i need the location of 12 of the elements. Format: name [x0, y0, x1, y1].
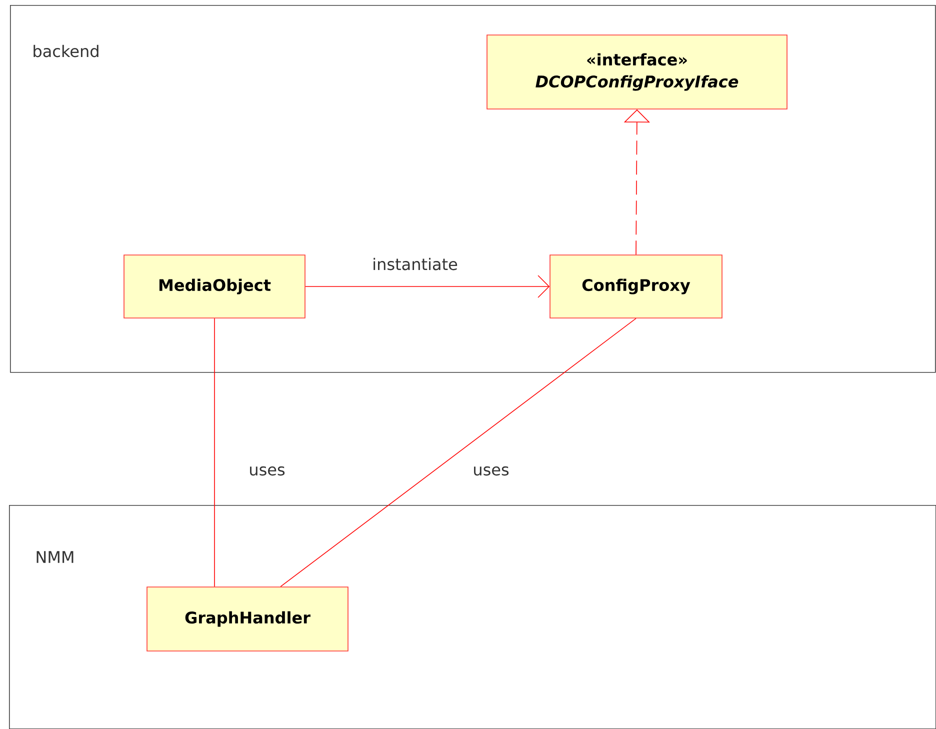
edge-label: instantiate: [371, 256, 459, 272]
package-label: backend: [34, 44, 98, 58]
class-box: MediaObject: [124, 254, 306, 318]
association-line: [280, 318, 636, 587]
class-box: ConfigProxy: [550, 254, 722, 318]
arrow: [305, 275, 550, 298]
package-label: NMM: [36, 551, 74, 563]
association-line: [214, 318, 215, 587]
class-box: GraphHandler: [146, 586, 348, 652]
edge-label: uses: [472, 465, 510, 477]
class-box: «interface» DCOPConfigProxyIface: [486, 34, 788, 110]
edge-label: uses: [248, 465, 286, 477]
